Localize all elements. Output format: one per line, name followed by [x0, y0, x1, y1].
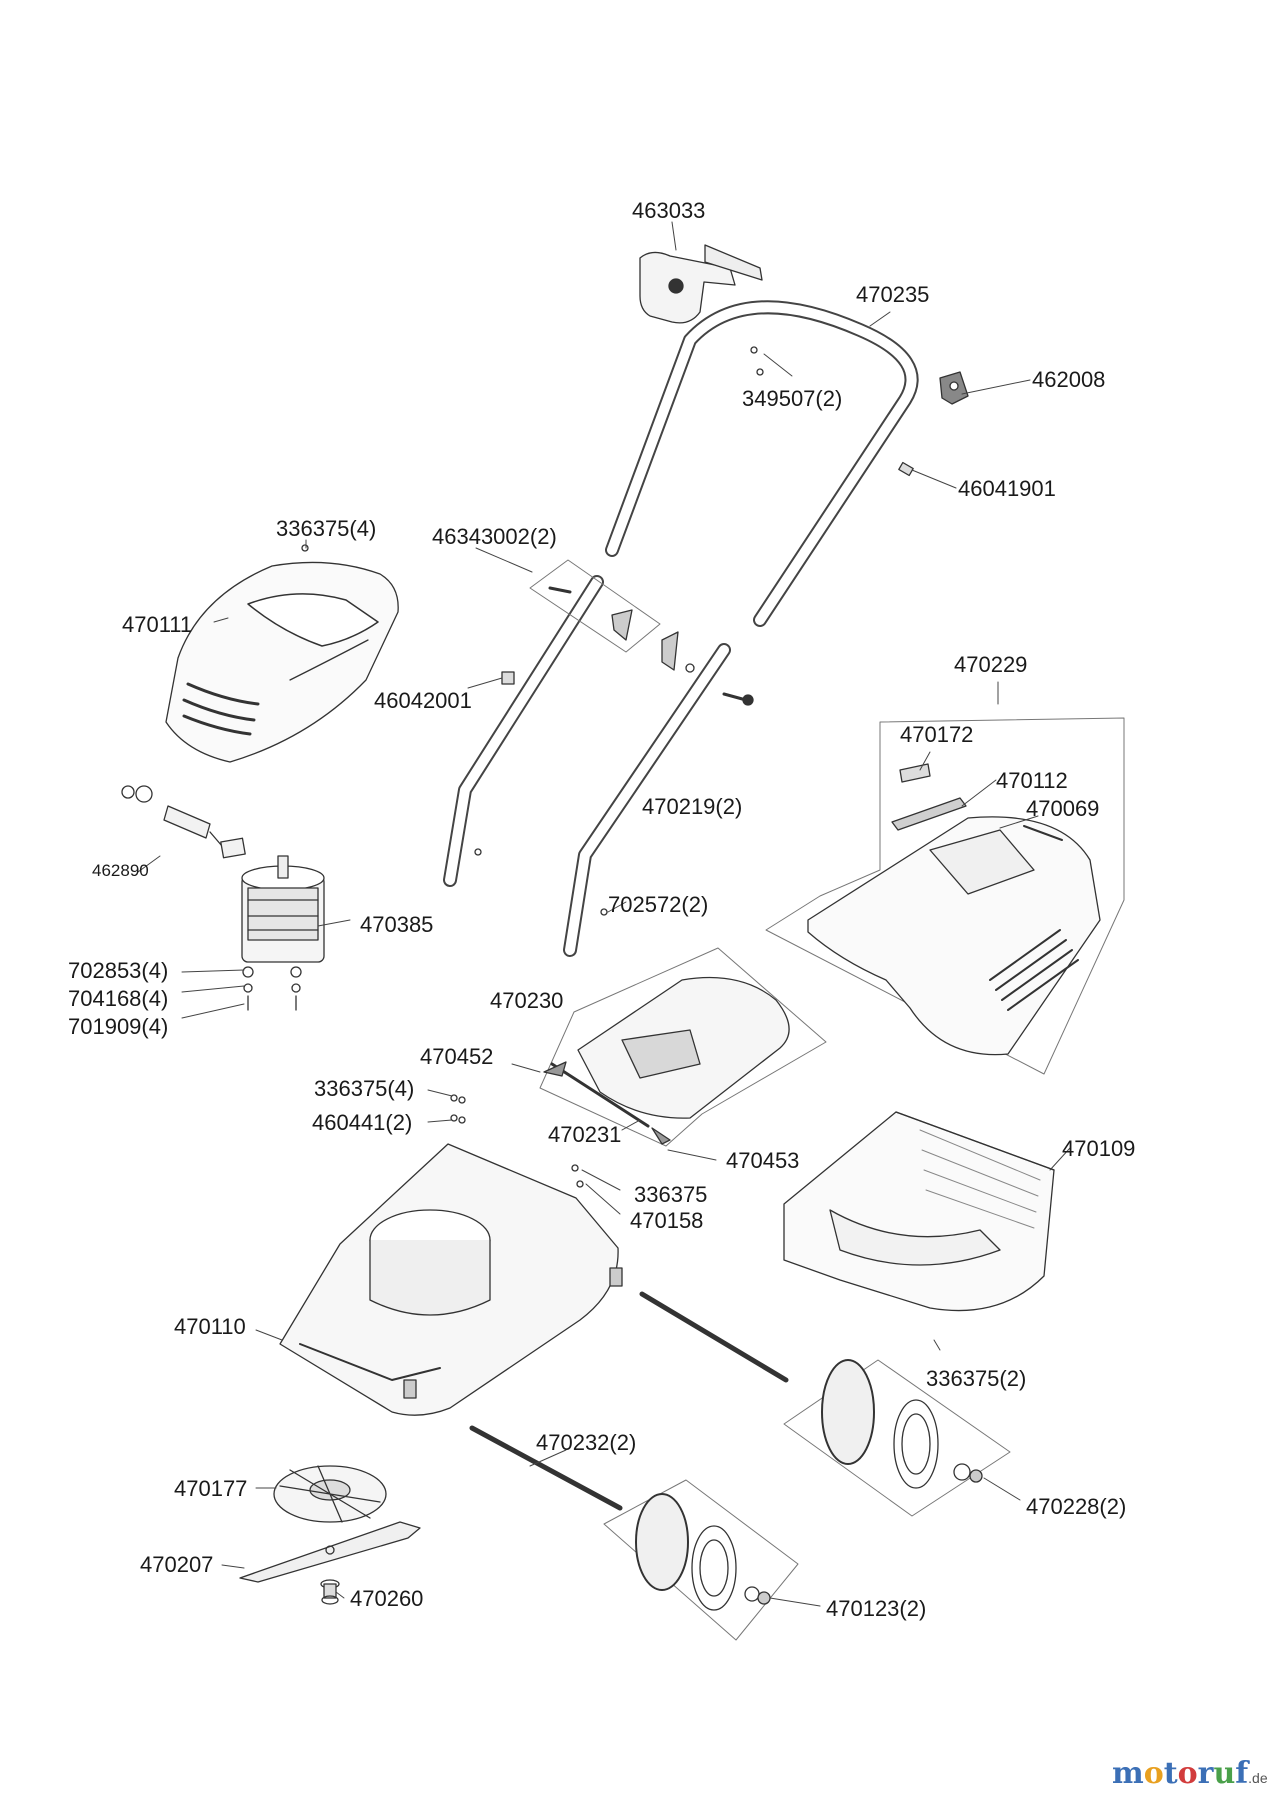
- part-label-470110: 470110: [174, 1314, 246, 1339]
- part-label-470112: 470112: [996, 768, 1068, 793]
- bolt-470260: [320, 1579, 340, 1605]
- part-label-46042001: 46042001: [374, 688, 472, 713]
- part-label-470219: 470219(2): [642, 794, 743, 819]
- part-label-470385: 470385: [360, 912, 434, 937]
- axle-rear: [639, 1291, 789, 1383]
- upper-handle-470235: [605, 300, 919, 627]
- part-label-470453: 470453: [726, 1148, 800, 1173]
- flap-470112: [891, 797, 967, 831]
- part-label-46041901: 46041901: [958, 476, 1056, 501]
- part-label-336375-2: 336375(2): [926, 1366, 1027, 1391]
- part-label-702853: 702853(4): [68, 958, 169, 983]
- part-label-470158: 470158: [630, 1208, 704, 1233]
- brand-letter: o: [1143, 1756, 1164, 1791]
- part-label-470452: 470452: [420, 1044, 494, 1069]
- part-label-470260: 470260: [350, 1586, 424, 1611]
- brand-name: motoruf: [1112, 1756, 1248, 1791]
- brand-letter: f: [1235, 1756, 1249, 1791]
- rod-470231: [550, 1062, 650, 1128]
- clip-46041901: [898, 461, 914, 477]
- rear-cover-470069: [807, 816, 1101, 1056]
- bracket-set-46343002: [529, 559, 754, 706]
- cable-plug-462890: [121, 785, 246, 859]
- part-label-470235: 470235: [856, 282, 930, 307]
- part-label-470111: 470111: [122, 612, 193, 637]
- motor-470385: [241, 855, 325, 1011]
- brand-domain: .de: [1248, 1770, 1268, 1786]
- blade-470207: [239, 1521, 421, 1583]
- part-label-462890: 462890: [92, 861, 149, 880]
- screw-349507: [750, 346, 758, 354]
- part-label-470230: 470230: [490, 988, 564, 1013]
- part-label-463033: 463033: [632, 198, 706, 223]
- clip-470172: [899, 763, 931, 783]
- brand-letter: m: [1112, 1756, 1144, 1791]
- part-label-470172: 470172: [900, 722, 974, 747]
- rear-wheel-set-470228: [783, 1359, 1011, 1517]
- screw-702572: [600, 908, 608, 916]
- part-label-349507: 349507(2): [742, 386, 843, 411]
- part-label-336375-4-top: 336375(4): [276, 516, 377, 541]
- part-label-460441: 460441(2): [312, 1110, 413, 1135]
- brand-letter: u: [1213, 1756, 1236, 1791]
- part-label-470228: 470228(2): [1026, 1494, 1127, 1519]
- spring-470452: [543, 1061, 567, 1077]
- axle-470232: [469, 1425, 623, 1511]
- part-label-470123: 470123(2): [826, 1596, 927, 1621]
- part-label-470109: 470109: [1062, 1136, 1136, 1161]
- part-label-470207: 470207: [140, 1552, 214, 1577]
- brand-letter: o: [1177, 1756, 1198, 1791]
- front-wheel-set-470123: [603, 1479, 799, 1641]
- cover-470230: [539, 947, 827, 1147]
- part-label-702572: 702572(2): [608, 892, 709, 917]
- part-label-470231: 470231: [548, 1122, 622, 1147]
- part-label-462008: 462008: [1032, 367, 1106, 392]
- brand-letter: t: [1163, 1756, 1178, 1791]
- deck-470110: [279, 1143, 623, 1416]
- part-label-336375: 336375: [634, 1182, 708, 1207]
- grass-box-470109: [783, 1111, 1055, 1312]
- part-label-470177: 470177: [174, 1476, 248, 1501]
- part-label-46343002: 46343002(2): [432, 524, 557, 549]
- spring-470453: [651, 1127, 671, 1145]
- clip-46042001: [501, 671, 515, 685]
- part-label-701909: 701909(4): [68, 1014, 169, 1039]
- motor-cover-470111: [165, 561, 399, 763]
- part-label-704168: 704168(4): [68, 986, 169, 1011]
- lower-handle-470219-right: [563, 643, 731, 957]
- part-label-336375-4-mid: 336375(4): [314, 1076, 415, 1101]
- brand-logo[interactable]: motoruf.de: [1112, 1756, 1268, 1791]
- lower-handle-470219-left: [443, 575, 604, 887]
- leader-lines: [137, 221, 1071, 1607]
- brand-letter: r: [1197, 1756, 1214, 1791]
- part-label-470069: 470069: [1026, 796, 1100, 821]
- screw-336375-top: [301, 544, 309, 552]
- part-label-470232: 470232(2): [536, 1430, 637, 1455]
- switch-box-463033: [639, 244, 763, 324]
- cable-clip-462008: [939, 371, 969, 405]
- part-label-470229: 470229: [954, 652, 1028, 677]
- fan-470177: [273, 1465, 387, 1523]
